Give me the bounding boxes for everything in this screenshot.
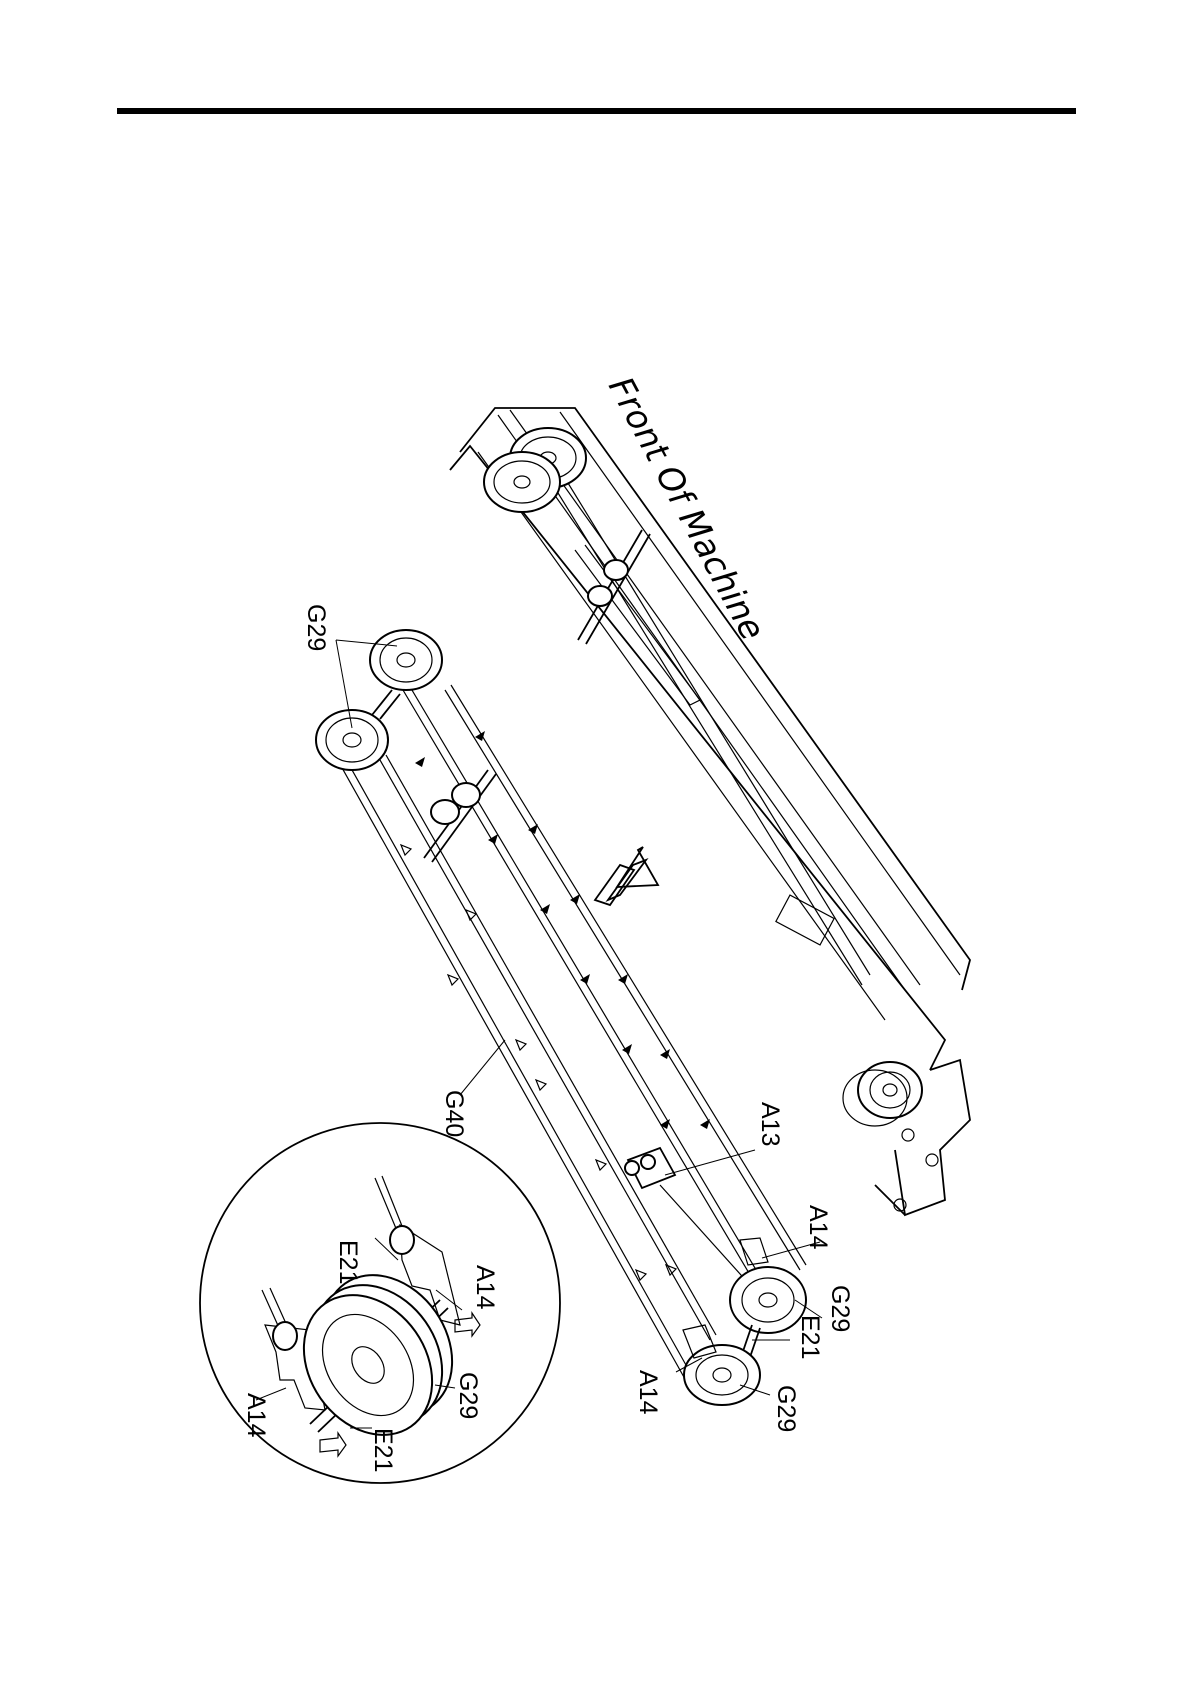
front-pulley-pair	[484, 428, 586, 512]
label-g29-lower: G29	[772, 1385, 800, 1432]
label-detail-a14-left: A14	[242, 1393, 270, 1438]
label-a14-lower: A14	[634, 1370, 662, 1415]
label-detail-e21-bottom: E21	[369, 1428, 397, 1472]
label-e21-right: E21	[796, 1315, 824, 1359]
detail-view	[262, 1176, 480, 1460]
direction-arrow	[595, 847, 658, 905]
top-pulley-left	[316, 710, 388, 770]
label-a13: A13	[756, 1102, 784, 1146]
top-pulley-right	[370, 630, 442, 690]
label-a14-right: A14	[804, 1205, 832, 1250]
label-detail-g29: G29	[454, 1372, 482, 1419]
front-of-machine-caption: Front Of Machine	[600, 370, 772, 647]
label-g29-right: G29	[826, 1285, 854, 1332]
label-g40: G40	[440, 1090, 468, 1137]
label-g29-top: G29	[302, 604, 330, 651]
top-shaft	[372, 690, 496, 862]
label-detail-a14-top: A14	[471, 1265, 499, 1310]
rear-drive-pulley	[843, 1062, 922, 1126]
header-rule	[117, 108, 1076, 114]
label-detail-e21-top: E21	[334, 1240, 362, 1284]
